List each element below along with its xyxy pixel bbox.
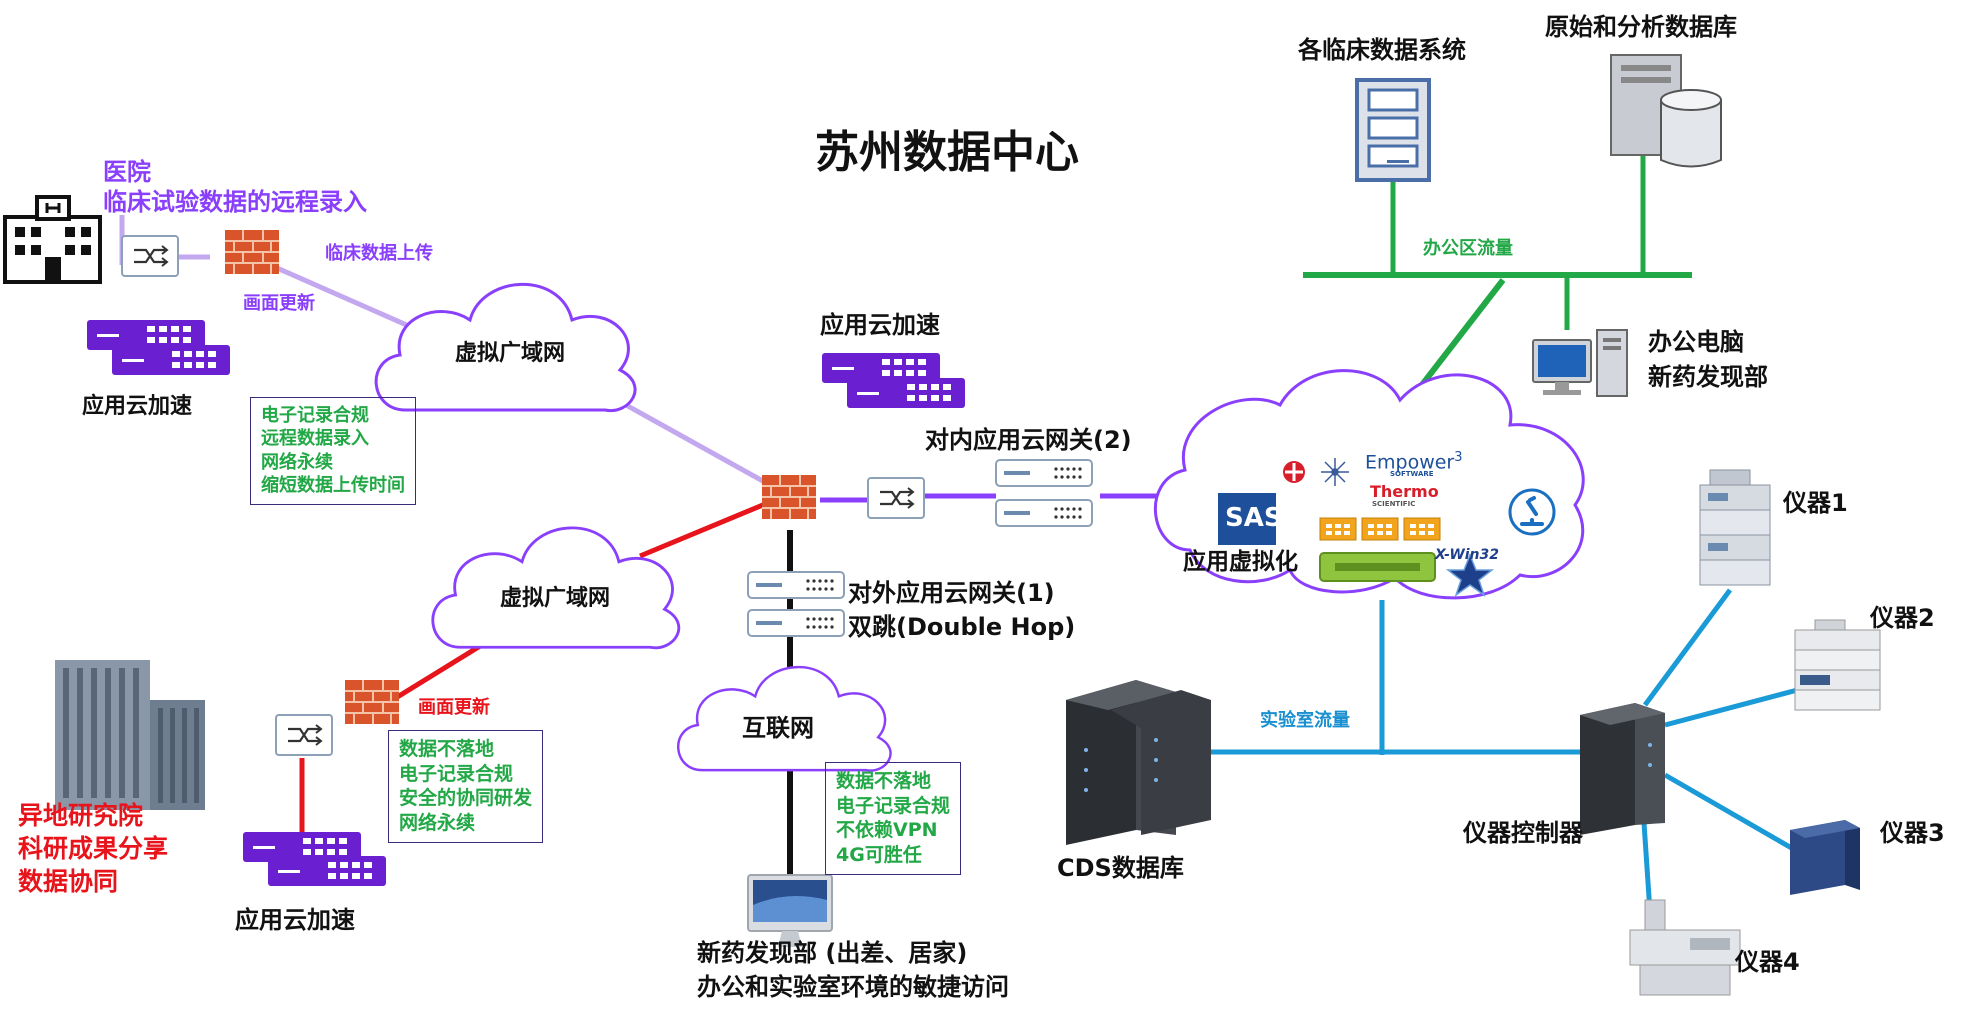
hospital-refresh-label: 画面更新 (243, 293, 315, 314)
green-bar-icon (1319, 552, 1436, 582)
benefit-item: 电子记录合规 (261, 405, 369, 426)
controller-label: 仪器控制器 (1463, 819, 1583, 847)
clinical-systems-label: 各临床数据系统 (1298, 36, 1466, 64)
thermo-sub-text: SCIENTIFIC (1372, 500, 1416, 508)
hospital-firewall-icon (224, 229, 280, 275)
benefit-item: 电子记录合规 (836, 794, 951, 817)
agilent-spark-icon (1321, 458, 1349, 486)
office-pc-icon (1532, 329, 1628, 397)
hospital-switch-icon (120, 234, 180, 278)
hospital-title: 医院 (103, 158, 151, 186)
hospital-wan-label: 虚拟广域网 (455, 341, 566, 366)
office-pc-label-1: 办公电脑 (1648, 328, 1744, 356)
external-gw-1-icon (747, 571, 845, 599)
center-accel-label: 应用云加速 (820, 311, 940, 339)
remote-subtitle-2: 数据协同 (18, 867, 119, 896)
page-title: 苏州数据中心 (815, 127, 1079, 178)
benefit-item: 网络永续 (399, 812, 476, 835)
mobile-label-2: 办公和实验室环境的敏捷访问 (697, 973, 1009, 1001)
internet-label: 互联网 (742, 714, 814, 742)
core-switch-icon (866, 476, 926, 520)
instrument-logo-icon (1283, 461, 1305, 483)
external-gw-label: 对外应用云网关(1) (848, 579, 1055, 607)
instrument-2-label: 仪器2 (1870, 604, 1935, 632)
remote-switch-icon (274, 713, 334, 757)
benefit-item: 电子记录合规 (399, 762, 514, 785)
benefit-item: 4G可胜任 (836, 844, 922, 867)
hospital-benefits-box: 电子记录合规 远程数据录入 网络永续 缩短数据上传时间 (250, 397, 416, 505)
hospital-subtitle: 临床试验数据的远程录入 (103, 188, 367, 216)
sas-logo-box (1218, 493, 1276, 545)
internal-gw-label: 对内应用云网关(2) (925, 426, 1132, 454)
center-accel-2-icon (847, 378, 965, 408)
thermo-logo-text: Thermo (1370, 482, 1439, 501)
core-firewall-icon (761, 474, 817, 520)
remote-firewall-icon (344, 679, 400, 725)
instrument-1-label: 仪器1 (1783, 489, 1848, 517)
empower-logo-text: Empower3 (1365, 450, 1463, 474)
xwin-star-icon (1445, 552, 1495, 597)
clinical-system-server-icon (1355, 78, 1431, 182)
benefit-item: 不依赖VPN (836, 819, 938, 842)
wan-core-link-red (639, 499, 771, 559)
imac-icon (747, 874, 833, 947)
virtualization-label: 应用虚拟化 (1183, 549, 1298, 575)
remote-accel-2-icon (268, 856, 386, 886)
instrument-3-icon (1790, 820, 1860, 895)
cds-label: CDS数据库 (1057, 854, 1184, 882)
benefit-item: 数据不落地 (399, 738, 495, 760)
databases-label: 原始和分析数据库 (1545, 13, 1737, 41)
instrument-3-label: 仪器3 (1880, 819, 1945, 847)
hospital-upload-label: 临床数据上传 (325, 243, 433, 264)
benefit-item: 安全的协同研发 (399, 787, 533, 810)
office-traffic-label: 办公区流量 (1423, 238, 1513, 259)
wan-core-link-purple (606, 392, 772, 488)
instrument-1-icon (1699, 469, 1771, 586)
xwin-logo-text: X-Win32 (1435, 547, 1500, 563)
hospital-wan-link (250, 254, 420, 333)
remote-benefits-box: 数据不落地 电子记录合规 安全的协同研发 网络永续 (388, 730, 544, 843)
instrument-4-label: 仪器4 (1735, 948, 1800, 976)
mobile-label-1: 新药发现部 (出差、居家) (697, 939, 968, 967)
instrument-2-icon (1794, 619, 1881, 711)
cds-server-icon (1066, 680, 1211, 845)
hospital-accel-2-icon (112, 345, 230, 375)
sas-logo-text: SAS (1225, 503, 1283, 533)
internal-gw-2-icon (995, 499, 1093, 527)
benefit-item: 网络永续 (261, 451, 333, 473)
database-icon (1610, 54, 1722, 168)
institute-building-icon (55, 660, 205, 810)
internal-gw-1-icon (995, 459, 1093, 487)
lab-traffic-label: 实验室流量 (1260, 710, 1350, 731)
instrument-4-icon (1629, 899, 1741, 996)
remote-title: 异地研究院 (18, 801, 144, 830)
remote-subtitle-1: 科研成果分享 (18, 834, 169, 863)
benefit-item: 缩短数据上传时间 (261, 475, 405, 497)
internet-benefits-box: 数据不落地 电子记录合规 不依赖VPN 4G可胜任 (825, 762, 962, 875)
office-pc-label-2: 新药发现部 (1648, 363, 1768, 391)
microscope-icon (1508, 488, 1556, 536)
hospital-accel-label: 应用云加速 (82, 394, 193, 419)
double-hop-label: 双跳(Double Hop) (848, 613, 1076, 641)
remote-accel-label: 应用云加速 (235, 906, 355, 934)
remote-refresh-label: 画面更新 (418, 697, 490, 718)
instrument-controller-icon (1580, 703, 1665, 835)
empower-sub-text: SOFTWARE (1390, 470, 1434, 478)
external-gw-2-icon (747, 609, 845, 637)
app-tiles-icon (1319, 517, 1441, 541)
hospital-building-icon (3, 195, 102, 284)
remote-wan-label: 虚拟广域网 (500, 586, 611, 611)
benefit-item: 数据不落地 (836, 770, 932, 792)
benefit-item: 远程数据录入 (261, 428, 369, 450)
